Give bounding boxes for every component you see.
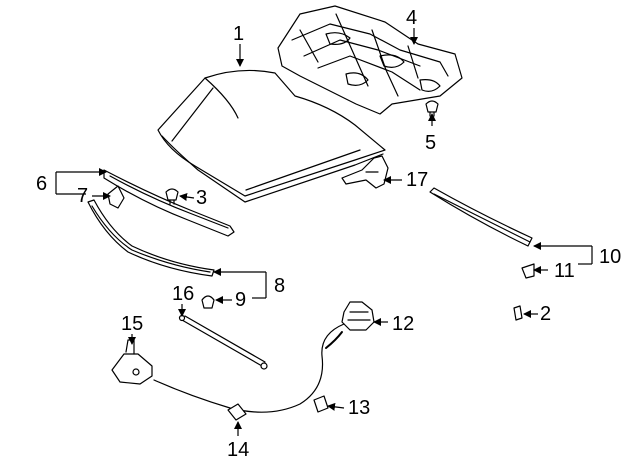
clip-part-5	[425, 100, 439, 117]
leader-lines	[55, 28, 593, 436]
clip-part-9	[201, 295, 215, 309]
release-cable	[153, 323, 345, 413]
callout-15: 15	[121, 313, 144, 335]
hood-panel	[157, 69, 386, 203]
callout-2: 2	[540, 303, 552, 325]
callout-6: 6	[36, 173, 48, 195]
rear-weatherstrip	[429, 187, 533, 247]
callout-8: 8	[274, 275, 286, 297]
callout-5: 5	[425, 132, 437, 154]
callout-13: 13	[348, 397, 371, 419]
prop-rod	[178, 314, 268, 370]
callout-1: 1	[233, 23, 245, 45]
hood-latch	[111, 339, 153, 385]
callout-4: 4	[406, 7, 418, 29]
callout-12: 12	[392, 313, 415, 335]
callout-7: 7	[77, 185, 89, 207]
callout-16: 16	[172, 283, 195, 305]
callout-14: 14	[227, 439, 250, 461]
front-seal-strip	[103, 169, 235, 237]
callout-3: 3	[196, 187, 208, 209]
clip-part-2	[513, 305, 523, 321]
callout-17: 17	[406, 169, 429, 191]
clip-part-3	[165, 188, 179, 205]
cable-clip-part-14	[227, 403, 247, 421]
clip-part-11	[521, 263, 535, 279]
hood-insulator	[277, 5, 463, 115]
seal-clip-part-7	[107, 185, 125, 209]
callout-9: 9	[235, 289, 247, 311]
callout-10: 10	[599, 246, 622, 268]
release-handle	[341, 301, 375, 331]
callout-11: 11	[554, 260, 575, 282]
